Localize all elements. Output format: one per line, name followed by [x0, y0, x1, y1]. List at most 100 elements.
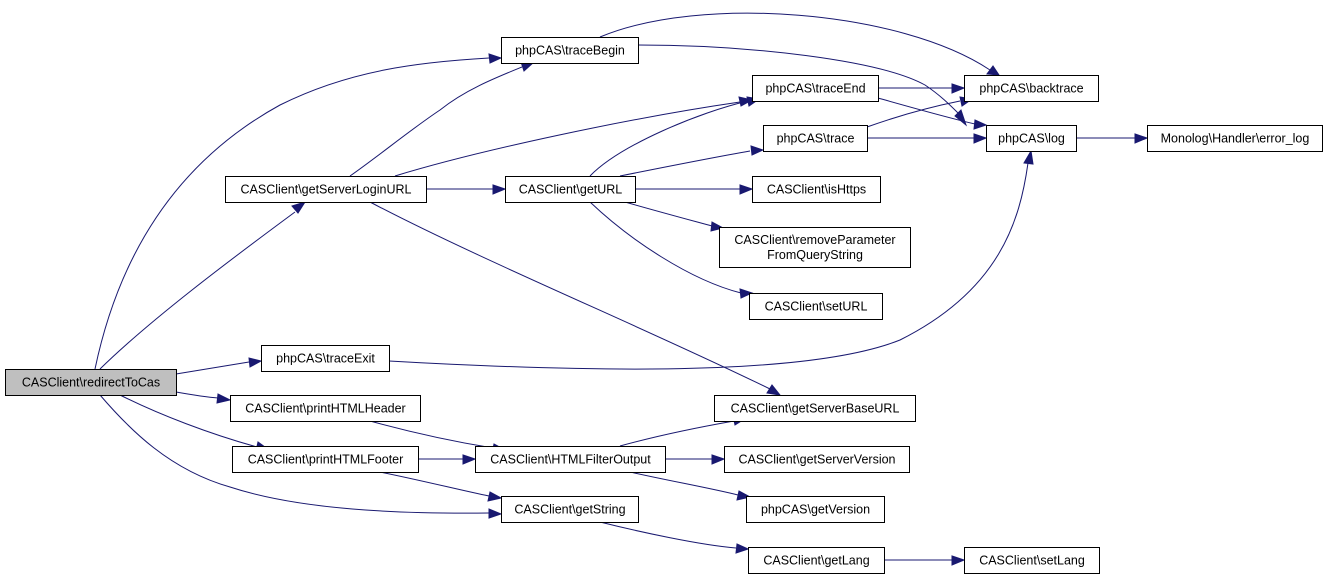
node-isHttps[interactable]: CASClient\isHttps [752, 176, 881, 203]
edge-line [877, 97, 976, 125]
edge-arrowhead [462, 454, 477, 465]
node-label: CASClient\redirectToCas [22, 376, 160, 390]
node-traceEnd[interactable]: phpCAS\traceEnd [752, 75, 879, 102]
edge-line [394, 101, 741, 177]
edge-line [119, 394, 258, 448]
node-error_log[interactable]: Monolog\Handler\error_log [1147, 125, 1323, 152]
edge-line [619, 420, 735, 447]
node-log[interactable]: phpCAS\log [986, 125, 1077, 152]
edge-log-to-error_log [1076, 133, 1149, 144]
edge-arrowhead [492, 184, 507, 195]
node-redirectToCas[interactable]: CASClient\redirectToCas [5, 369, 177, 396]
node-label: CASClient\getURL [519, 183, 623, 197]
node-box [232, 446, 419, 473]
edge-arrowhead [766, 384, 782, 396]
edge-getServerLoginURL-to-getServerBaseURL [369, 201, 782, 396]
node-box [225, 176, 427, 203]
node-box [501, 496, 639, 523]
node-label: CASClient\setURL [765, 300, 868, 314]
node-box [986, 125, 1077, 152]
edge-traceEnd-to-backtrace [877, 83, 966, 94]
edge-line [369, 420, 494, 449]
node-label: CASClient\getString [514, 503, 625, 517]
node-label: phpCAS\log [998, 132, 1065, 146]
node-getLang[interactable]: CASClient\getLang [748, 547, 885, 574]
edge-line [99, 394, 490, 514]
edge-line [637, 44, 959, 114]
edge-arrowhead [973, 119, 988, 130]
edge-printHTMLFooter-to-HTMLFilterOutput [418, 454, 477, 465]
edge-printHTMLFooter-to-getString [379, 471, 503, 502]
edge-line [99, 211, 296, 370]
node-HTMLFilterOutput[interactable]: CASClient\HTMLFilterOutput [475, 446, 666, 473]
edge-arrowhead [750, 145, 765, 156]
edge-line [599, 12, 991, 71]
edge-traceBegin-to-backtrace [599, 12, 1000, 76]
edge-getURL-to-setURL [589, 201, 754, 299]
node-box [964, 547, 1100, 574]
node-box [748, 547, 885, 574]
edge-arrowhead [248, 357, 263, 368]
node-getServerVersion[interactable]: CASClient\getServerVersion [724, 446, 910, 473]
edge-arrowhead [1134, 133, 1149, 144]
node-traceBegin[interactable]: phpCAS\traceBegin [501, 37, 639, 64]
edge-line [589, 100, 749, 177]
edge-redirectToCas-to-traceBegin [94, 53, 503, 370]
edge-getServerLoginURL-to-traceEnd [394, 96, 754, 177]
node-traceExit[interactable]: phpCAS\traceExit [261, 345, 390, 372]
node-box [501, 37, 639, 64]
edge-arrowhead [291, 201, 307, 214]
node-label: phpCAS\traceBegin [515, 44, 625, 58]
node-label: CASClient\getServerBaseURL [731, 402, 900, 416]
edge-line [388, 162, 1029, 370]
edge-line [94, 57, 490, 370]
node-label: phpCAS\traceExit [276, 352, 375, 366]
node-box [475, 446, 666, 473]
edge-getURL-to-isHttps [634, 184, 754, 195]
node-label: CASClient\removeParameter [734, 233, 895, 247]
node-printHTMLFooter[interactable]: CASClient\printHTMLFooter [232, 446, 419, 473]
node-label: CASClient\getServerVersion [738, 453, 895, 467]
edge-getURL-to-traceEnd [589, 96, 761, 177]
edge-arrowhead [488, 53, 503, 64]
node-label: phpCAS\traceEnd [765, 82, 865, 96]
edge-getURL-to-removeParameterFromQueryString [624, 201, 725, 232]
node-printHTMLHeader[interactable]: CASClient\printHTMLHeader [230, 395, 421, 422]
node-setLang[interactable]: CASClient\setLang [964, 547, 1100, 574]
node-label: Monolog\Handler\error_log [1161, 132, 1310, 146]
edge-line [599, 521, 737, 549]
node-box [719, 227, 911, 268]
edge-arrowhead [735, 543, 750, 554]
node-backtrace[interactable]: phpCAS\backtrace [964, 75, 1099, 102]
node-getString[interactable]: CASClient\getString [501, 496, 639, 523]
node-setURL[interactable]: CASClient\setURL [749, 293, 883, 320]
edge-traceExit-to-log [388, 149, 1034, 370]
edge-line [629, 471, 739, 496]
node-box [749, 293, 883, 320]
node-label: FromQueryString [767, 248, 863, 262]
node-label: phpCAS\trace [777, 132, 855, 146]
node-getURL[interactable]: CASClient\getURL [505, 176, 636, 203]
nodes-layer: CASClient\redirectToCasCASClient\getServ… [5, 37, 1323, 574]
edge-traceEnd-to-log [877, 97, 988, 130]
node-label: CASClient\printHTMLHeader [245, 402, 405, 416]
node-box [1147, 125, 1323, 152]
node-getServerBaseURL[interactable]: CASClient\getServerBaseURL [714, 395, 916, 422]
edge-arrowhead [1023, 149, 1034, 165]
edge-arrowhead [986, 65, 1000, 76]
node-box [5, 369, 177, 396]
node-getServerLoginURL[interactable]: CASClient\getServerLoginURL [225, 176, 427, 203]
node-box [261, 345, 390, 372]
edge-getURL-to-trace [619, 145, 765, 177]
edge-arrowhead [487, 491, 503, 502]
edge-line [619, 150, 751, 177]
edge-arrowhead [951, 555, 966, 566]
node-trace[interactable]: phpCAS\trace [763, 125, 868, 152]
node-label: phpCAS\getVersion [761, 503, 870, 517]
edge-redirectToCas-to-getServerLoginURL [99, 201, 307, 370]
edge-line [349, 66, 523, 177]
node-label: CASClient\getServerLoginURL [241, 183, 412, 197]
node-box [746, 496, 885, 523]
node-getVersion[interactable]: phpCAS\getVersion [746, 496, 885, 523]
